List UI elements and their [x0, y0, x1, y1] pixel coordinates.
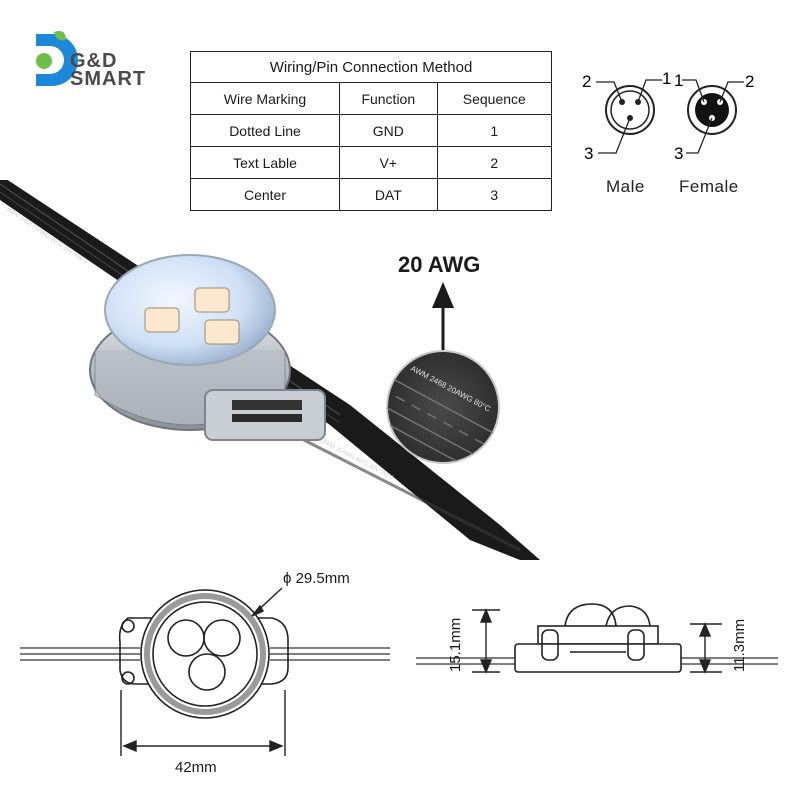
- side-view-wires: [416, 657, 778, 665]
- table-row: Center DAT 3: [190, 178, 553, 211]
- wiring-table: Wiring/Pin Connection Method Wire Markin…: [190, 51, 553, 211]
- connector-pin-diagrams: 2 1 3 1 2 3: [582, 69, 754, 163]
- led-chip: [194, 287, 230, 313]
- width-dimension-line: [120, 690, 286, 756]
- cell-function: GND: [338, 114, 438, 147]
- width-label: 42mm: [175, 759, 217, 776]
- cell-function: V+: [338, 146, 438, 179]
- table-title: Wiring/Pin Connection Method: [190, 51, 552, 83]
- height-body-label: 11.3mm: [731, 619, 748, 672]
- cell-marking: Dotted Line: [190, 114, 340, 147]
- logo-leaf: [54, 31, 66, 41]
- table-row: Text Lable V+ 2: [190, 146, 553, 179]
- awg-arrow: [432, 282, 454, 350]
- cell-marking: Text Lable: [190, 146, 340, 179]
- male-pin-label-2: 2: [582, 72, 591, 91]
- awg-label: 20 AWG: [398, 252, 481, 277]
- diameter-label: ϕ 29.5mm: [283, 570, 350, 587]
- logo-dot: [36, 53, 52, 69]
- cable-zoom-view: AWM 2468 20AWG 80°C: [386, 350, 500, 464]
- cell-sequence: 2: [436, 146, 553, 179]
- table-header-row: Wire Marking Function Sequence: [190, 82, 553, 115]
- brand-name-line1: G&D: [70, 50, 118, 72]
- female-pin-label-3: 3: [674, 144, 683, 163]
- cell-sequence: 3: [436, 178, 553, 211]
- height-body-dimension: [690, 622, 722, 674]
- brand-name: G&D SMART: [70, 50, 147, 90]
- height-total-label: 15.1mm: [447, 618, 464, 672]
- header-wire-marking: Wire Marking: [190, 82, 340, 115]
- male-connector: 2 1 3: [582, 69, 671, 163]
- diameter-leader: [251, 587, 283, 617]
- logo-d-shape: [36, 34, 78, 86]
- cell-sequence: 1: [436, 114, 553, 147]
- male-pin-label-3: 3: [584, 144, 593, 163]
- top-view-module: [118, 589, 289, 719]
- header-sequence: Sequence: [436, 82, 553, 115]
- top-view-drawing: [20, 587, 390, 756]
- female-connector: 1 2 3: [674, 71, 754, 163]
- led-chip: [204, 319, 240, 345]
- female-label: Female: [679, 177, 739, 196]
- side-view-drawing: 15.1mm 11.3mm: [416, 603, 778, 674]
- side-view-module: [514, 603, 682, 673]
- table-row: Dotted Line GND 1: [190, 114, 553, 147]
- header-function: Function: [338, 82, 438, 115]
- cell-function: DAT: [338, 178, 438, 211]
- cell-marking: Center: [190, 178, 340, 211]
- female-pin-label-2: 2: [745, 72, 754, 91]
- brand-name-line2: SMART: [70, 68, 147, 90]
- brand-logo: [36, 31, 78, 86]
- led-module: [89, 254, 326, 441]
- led-chip: [144, 307, 180, 333]
- lens-dome: [188, 653, 226, 691]
- height-total-dimension: [472, 608, 500, 674]
- male-label: Male: [606, 177, 645, 196]
- male-pin-label-1: 1: [662, 69, 671, 88]
- lens-dome: [203, 619, 241, 657]
- product-illustration: AWM 2468 20AWG 80°C 30V VW-1 AWM 2468 20…: [0, 180, 540, 560]
- female-pin-label-1: 1: [674, 71, 683, 90]
